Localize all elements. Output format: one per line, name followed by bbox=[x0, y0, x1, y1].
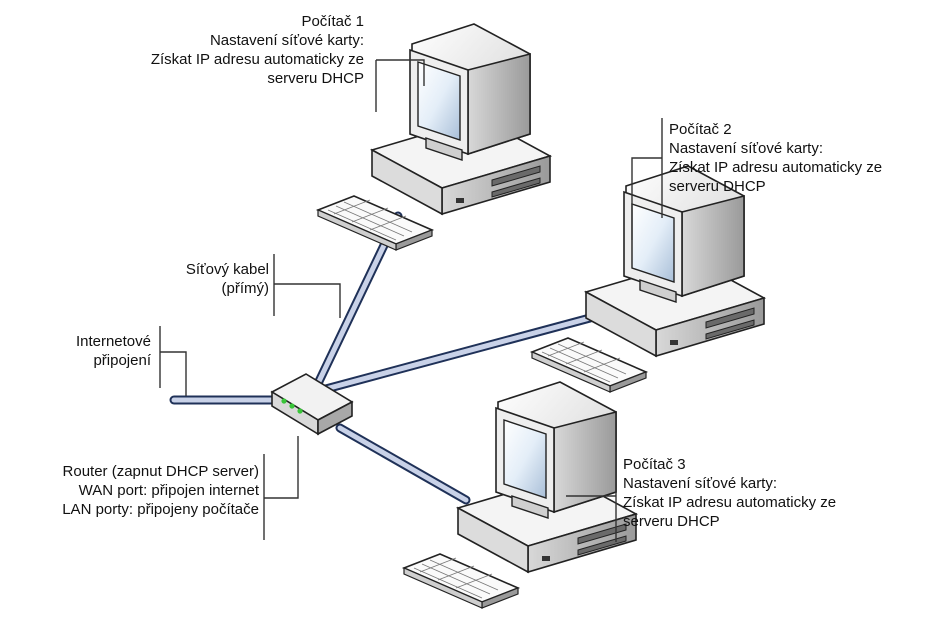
router-label-line2: WAN port: připojen internet bbox=[78, 482, 259, 499]
pc1-name: Počítač 1 bbox=[301, 13, 364, 30]
router-label: Router (zapnut DHCP server) WAN port: př… bbox=[62, 462, 259, 519]
cable-label-line1: Síťový kabel bbox=[185, 261, 269, 278]
cable-label-line2: (přímý) bbox=[221, 280, 270, 297]
pc2-line3: Získat IP adresu automaticky ze bbox=[669, 159, 883, 176]
pc2-name: Počítač 2 bbox=[669, 121, 732, 138]
pc1-line2: Nastavení síťové karty: bbox=[209, 32, 364, 49]
label-brackets bbox=[159, 59, 663, 542]
pc3-label: Počítač 3 Nastavení síťové karty: Získat… bbox=[623, 455, 836, 531]
pc2-label: Počítač 2 Nastavení síťové karty: Získat… bbox=[669, 120, 882, 196]
router-label-line3: LAN porty: připojeny počítače bbox=[62, 501, 259, 518]
router-label-line1: Router (zapnut DHCP server) bbox=[62, 463, 259, 480]
pc3-name: Počítač 3 bbox=[623, 456, 686, 473]
cable-label: Síťový kabel (přímý) bbox=[186, 260, 269, 298]
pc2-line2: Nastavení síťové karty: bbox=[669, 140, 824, 157]
router-icon bbox=[270, 373, 354, 436]
pc3-line2: Nastavení síťové karty: bbox=[623, 475, 778, 492]
cable-pc2 bbox=[317, 313, 595, 395]
pc3-line4: serveru DHCP bbox=[623, 513, 720, 530]
cable-pc1 bbox=[307, 211, 403, 401]
pc1-line3: Získat IP adresu automaticky ze bbox=[150, 51, 364, 68]
pc1-line4: serveru DHCP bbox=[267, 70, 364, 87]
cable-pc3 bbox=[335, 423, 471, 505]
internet-label-line2: připojení bbox=[93, 352, 151, 369]
computer-2-icon bbox=[531, 165, 765, 393]
internet-label-line1: Internetové bbox=[75, 333, 151, 350]
computer-3-icon bbox=[403, 381, 637, 609]
pc2-line4: serveru DHCP bbox=[669, 178, 766, 195]
internet-label: Internetové připojení bbox=[76, 332, 151, 370]
pc3-line3: Získat IP adresu automaticky ze bbox=[623, 494, 837, 511]
pc1-label: Počítač 1 Nastavení síťové karty: Získat… bbox=[151, 12, 364, 88]
